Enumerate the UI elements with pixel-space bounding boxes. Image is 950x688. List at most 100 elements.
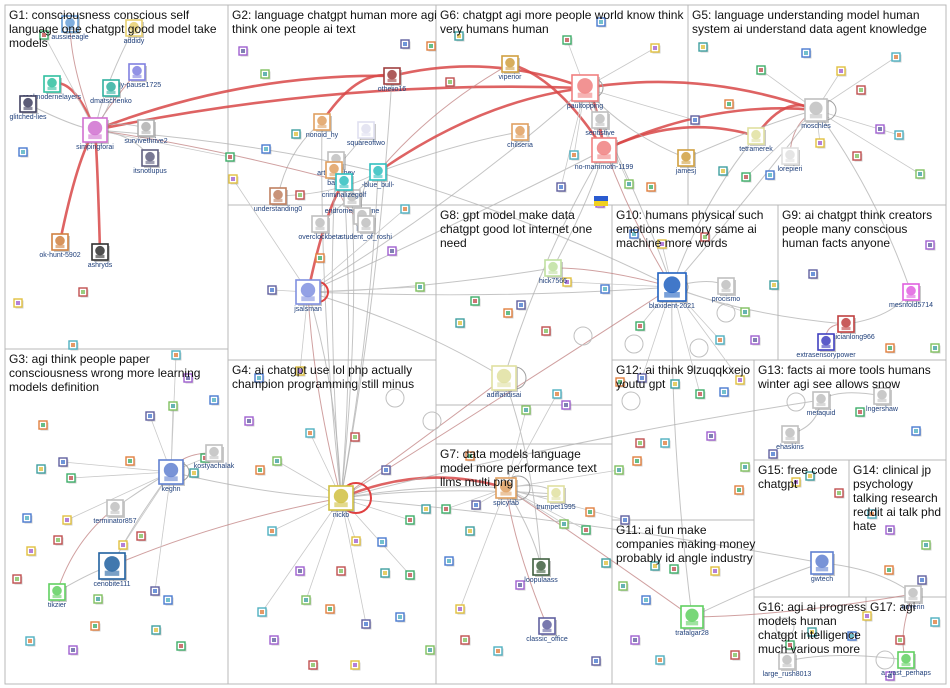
node-avatar-icon	[681, 160, 691, 165]
node-avatar-icon	[93, 624, 97, 628]
node-avatar-icon	[595, 122, 605, 127]
node-avatar-icon	[888, 528, 892, 532]
node-avatar-icon	[110, 510, 120, 515]
node-label: nickb	[333, 512, 349, 519]
node-avatar-icon	[212, 398, 216, 402]
node-avatar-icon	[653, 564, 657, 568]
node-avatar-icon	[179, 644, 183, 648]
edge	[503, 377, 542, 568]
node-avatar-icon	[145, 160, 155, 165]
edge	[552, 267, 673, 288]
edge	[340, 486, 507, 499]
node-avatar-icon	[618, 380, 622, 384]
node-label: mesnfold5714	[889, 302, 933, 309]
node-avatar-icon	[681, 151, 691, 162]
self-loop	[621, 391, 641, 411]
node-avatar-icon	[361, 132, 371, 137]
node-avatar-icon	[506, 311, 510, 315]
node-avatar-icon	[384, 468, 388, 472]
edge-heavy	[603, 107, 817, 152]
node-label: jsalsman	[293, 306, 322, 313]
group-title-g12: G12: ai think 9lzuqqkxejo	[616, 363, 750, 377]
node-avatar-icon	[361, 217, 371, 228]
edge	[671, 109, 817, 288]
node-label: procismo	[712, 296, 741, 303]
node-avatar-icon	[906, 285, 916, 296]
group-title-g13: winter agi see allows snow	[757, 377, 900, 391]
node-avatar-icon	[785, 149, 795, 160]
node-label: tetramerek	[739, 146, 773, 153]
node-avatar-icon	[273, 189, 283, 200]
node-avatar-icon	[698, 392, 702, 396]
node-avatar-icon	[457, 34, 461, 38]
self-loop	[624, 334, 644, 354]
edge	[340, 377, 505, 499]
node-avatar-icon	[315, 226, 325, 231]
node-avatar-icon	[301, 296, 315, 302]
node-label: ok-hunt-5902	[39, 252, 80, 259]
node-avatar-icon	[595, 113, 605, 124]
group-title-g16: models human	[758, 614, 837, 628]
node-avatar-icon	[339, 569, 343, 573]
node-avatar-icon	[311, 663, 315, 667]
node-avatar-icon	[21, 150, 25, 154]
node-avatar-icon	[474, 503, 478, 507]
node-avatar-icon	[247, 419, 251, 423]
node-avatar-icon	[751, 129, 761, 140]
node-avatar-icon	[621, 584, 625, 588]
node-avatar-icon	[663, 441, 667, 445]
node-avatar-icon	[870, 512, 874, 516]
edge	[815, 109, 921, 175]
node-label: trafalgar28	[675, 630, 709, 637]
node-avatar-icon	[463, 638, 467, 642]
node-label: endromedaanime	[325, 208, 380, 215]
node-avatar-icon	[721, 169, 725, 173]
group-title-g3: consciousness wrong more learning	[9, 366, 200, 380]
node-label: lorepieri	[778, 166, 803, 173]
edge	[505, 393, 558, 489]
node-label: any-pause1725	[113, 82, 161, 89]
node-avatar-icon	[273, 198, 283, 203]
edge	[307, 267, 554, 293]
node-avatar-icon	[294, 132, 298, 136]
node-avatar-icon	[500, 491, 512, 496]
node-label: kostyachalak	[194, 463, 235, 470]
node-avatar-icon	[809, 101, 823, 115]
node-avatar-icon	[603, 287, 607, 291]
node-avatar-icon	[821, 344, 831, 349]
node-avatar-icon	[858, 410, 862, 414]
node-avatar-icon	[914, 429, 918, 433]
group-title-g9: G9: ai chatgpt think creators	[782, 208, 932, 222]
node-avatar-icon	[81, 290, 85, 294]
group-title-g15: chatgpt	[758, 477, 798, 491]
node-label: student_of_roshi	[340, 234, 392, 241]
node-avatar-icon	[721, 288, 731, 293]
node-avatar-icon	[418, 285, 422, 289]
node-avatar-icon	[129, 21, 139, 32]
group-title-g16: G16: agi ai progress	[758, 600, 866, 614]
node-avatar-icon	[69, 476, 73, 480]
node-avatar-icon	[15, 577, 19, 581]
node-avatar-icon	[304, 598, 308, 602]
group-title-g4: champion programming still minus	[232, 377, 414, 391]
node-avatar-icon	[505, 57, 515, 68]
node-avatar-icon	[617, 468, 621, 472]
node-avatar-icon	[933, 346, 937, 350]
group-title-g5: system ai understand data agent knowledg…	[692, 22, 927, 36]
node-avatar-icon	[128, 459, 132, 463]
node-label: adiflatidisai	[487, 392, 522, 399]
edge	[815, 109, 900, 136]
node-label: trumpet1995	[536, 504, 575, 511]
node-avatar-icon	[71, 648, 75, 652]
node-avatar-icon	[263, 72, 267, 76]
self-loop	[689, 338, 709, 358]
edge	[307, 286, 421, 293]
node-avatar-icon	[447, 559, 451, 563]
node-label: addidy	[124, 38, 145, 45]
node-label: blaxident-2021	[649, 303, 695, 310]
node-avatar-icon	[841, 317, 851, 328]
node-avatar-icon	[334, 502, 348, 508]
flag-icon	[594, 201, 608, 206]
node-label: hick7566	[539, 278, 567, 285]
